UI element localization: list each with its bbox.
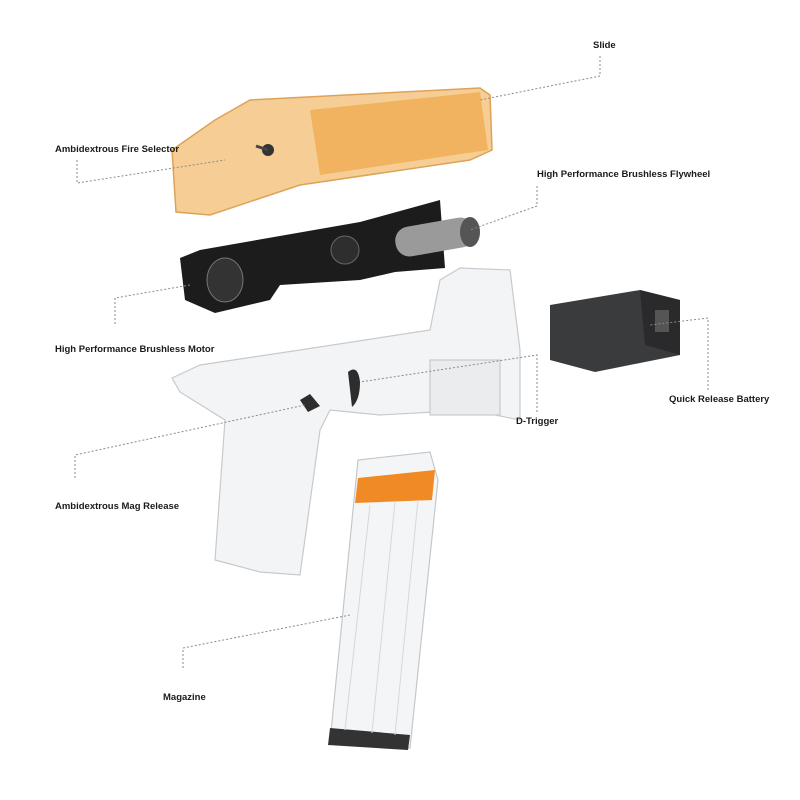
leader-slide	[479, 56, 601, 101]
slide-part	[171, 87, 493, 216]
mechanism-part	[180, 200, 480, 313]
leader-trigger	[359, 354, 538, 412]
label-fire-selector: Ambidextrous Fire Selector	[55, 144, 180, 155]
leader-magazine	[182, 614, 351, 668]
label-flywheel: High Performance Brushless Flywheel	[537, 169, 711, 180]
leader-battery	[649, 317, 709, 390]
frame-part	[171, 267, 521, 576]
leader-lines	[74, 56, 709, 668]
battery-part	[550, 290, 680, 372]
label-trigger: D-Trigger	[516, 416, 559, 427]
leader-flywheel	[469, 186, 538, 231]
label-slide: Slide	[593, 40, 616, 51]
label-motor: High Performance Brushless Motor	[55, 344, 215, 355]
leader-motor	[114, 284, 191, 324]
label-mag-release: Ambidextrous Mag Release	[55, 501, 180, 512]
magazine-part	[328, 451, 439, 750]
label-battery: Quick Release Battery	[669, 394, 770, 405]
label-magazine: Magazine	[163, 692, 206, 703]
